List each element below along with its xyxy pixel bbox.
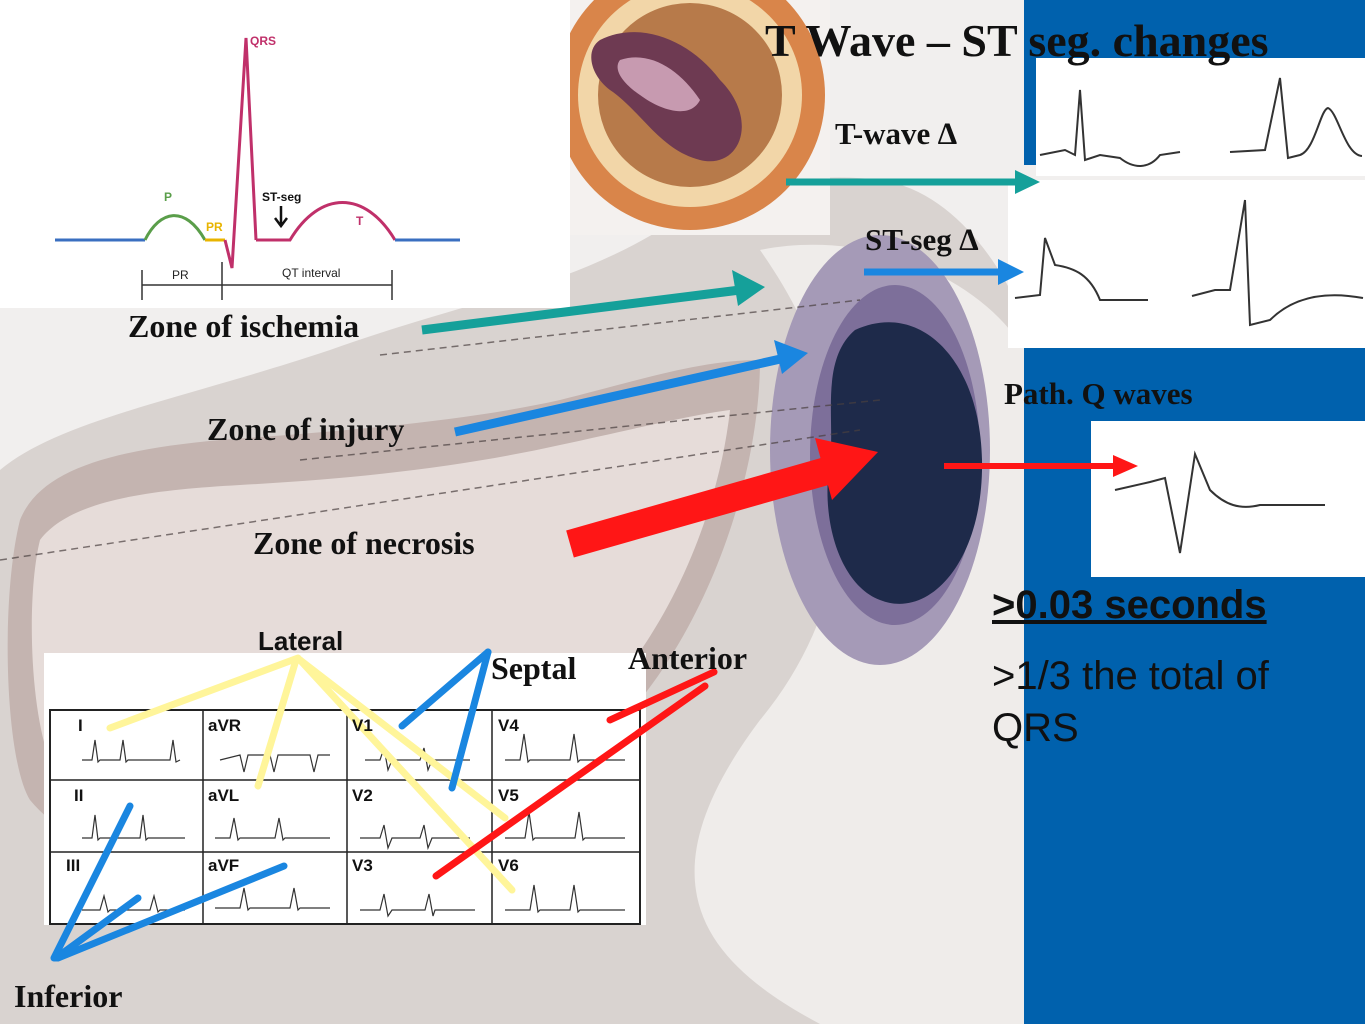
anterior-arrow-v3: [432, 682, 709, 880]
lead-label-avf: aVF: [208, 856, 240, 875]
ecg-st-seg-label: ST-seg: [262, 190, 302, 204]
lead-trace-v2: [360, 824, 470, 851]
twave-peaked-trace: [1229, 77, 1363, 160]
ecg-qrs-label: QRS: [250, 34, 277, 48]
qwave-strip-box: [1091, 421, 1365, 577]
lateral-arrow-avl: [254, 656, 300, 790]
necrosis-arrow-head: [815, 438, 878, 500]
ischemia-arrow-head: [732, 270, 765, 306]
lead-label-avr: aVR: [208, 716, 242, 735]
lead-label-v6: V6: [498, 856, 519, 875]
lateral-arrow-v5: [296, 656, 509, 822]
anterior-territory-label: Anterior: [628, 640, 748, 676]
lateral-arrow-i: [106, 654, 302, 732]
anterior-arrow-v4: [606, 668, 718, 724]
septal-arrow-v2: [448, 648, 492, 792]
lead-trace-v6: [505, 884, 625, 914]
lead-label-v5: V5: [498, 786, 519, 805]
lead-label-v4: V4: [498, 716, 519, 735]
q-wave-trace: [1114, 450, 1325, 554]
ecg-pr-interval-label: PR: [172, 268, 189, 282]
st-depression-trace: [1191, 199, 1364, 327]
st-seg-down-arrow: [274, 206, 288, 229]
ecg-p-wave: [143, 214, 207, 241]
ecg-t-label: T: [356, 214, 364, 228]
q-duration-criterion: >0.03 seconds: [992, 583, 1267, 627]
lead-trace-ii: [82, 814, 185, 842]
artery-plaque-speck: [617, 57, 700, 112]
lateral-territory-label: Lateral: [258, 626, 344, 656]
inferior-arrow-iii: [52, 894, 142, 962]
dashed-line-1: [379, 299, 861, 356]
lateral-arrow-v6: [296, 656, 516, 894]
twave-arrow-head: [1015, 170, 1040, 194]
qwave-arrow-head: [1113, 455, 1138, 477]
ecg-qrs-complex: [223, 37, 258, 269]
lead-trace-avf: [215, 887, 330, 912]
ecg-pr-segment-label: PR: [206, 220, 223, 234]
lead-trace-i: [82, 739, 181, 764]
dashed-line-2: [299, 399, 881, 461]
lead-label-v2: V2: [352, 786, 373, 805]
lead-trace-avr: [219, 754, 330, 773]
zone-injury-label: Zone of injury: [207, 411, 405, 447]
lead-label-avl: aVL: [208, 786, 240, 805]
ecg-st-t: [256, 201, 397, 242]
lead-trace-v5: [505, 811, 625, 842]
zone-necrosis-label: Zone of necrosis: [253, 525, 475, 561]
twave-inverted-trace: [1039, 89, 1181, 167]
inferior-territory-label: Inferior: [14, 978, 123, 1014]
stseg-arrow-head: [998, 259, 1024, 285]
lead-label-v3: V3: [352, 856, 373, 875]
lead-trace-v4: [505, 733, 625, 764]
septal-arrow-v1: [398, 648, 492, 730]
lead-trace-v3: [360, 893, 475, 918]
ecg-qt-interval-label: QT interval: [282, 266, 341, 280]
ecg-p-label: P: [164, 190, 173, 204]
necrosis-arrow: [566, 456, 834, 558]
q-amplitude-criterion: >1/3 the total of QRS: [992, 654, 1269, 750]
stseg-change-label: ST-seg ∆: [865, 222, 979, 257]
inferior-arrow-ii: [50, 802, 134, 962]
twave-change-label: T-wave ∆: [835, 116, 958, 151]
septal-territory-label: Septal: [491, 650, 577, 686]
injury-arrow: [454, 353, 786, 437]
path-q-waves-label: Path. Q waves: [1004, 376, 1193, 411]
zone-ischemia-label: Zone of ischemia: [128, 308, 360, 344]
ecg-diagram-box: [0, 0, 570, 308]
dashed-line-3: [0, 429, 861, 561]
st-elevation-trace: [1014, 237, 1148, 301]
inferior-arrow-avf: [54, 862, 288, 962]
injury-arrow-head: [774, 340, 808, 374]
stseg-strip-box: [1008, 180, 1365, 348]
lead-label-ii: II: [74, 786, 84, 805]
lead-label-v1: V1: [352, 716, 373, 735]
lead-label-i: I: [78, 716, 83, 735]
lead-trace-iii: [82, 893, 185, 914]
ischemia-arrow: [421, 285, 741, 335]
lead-trace-avl: [215, 817, 330, 842]
twave-strip-box: [1036, 58, 1365, 176]
slide-title: T Wave – ST seg. changes: [765, 15, 1269, 66]
lead-label-iii: III: [66, 856, 81, 875]
necrosis-zone: [827, 322, 983, 604]
